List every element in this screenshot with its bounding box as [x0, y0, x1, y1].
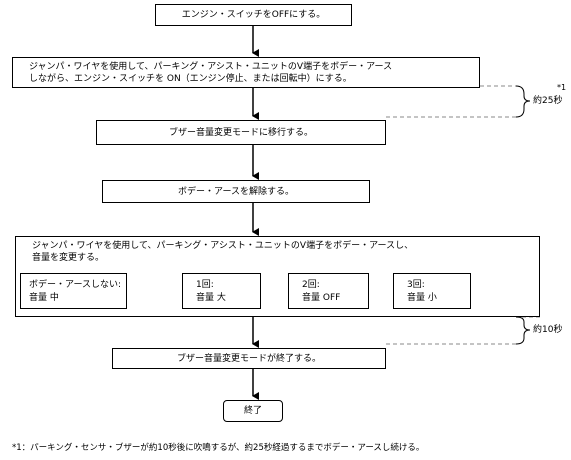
option-no-ground: ボデー・アースしない: 音量 中	[20, 273, 127, 309]
terminator-end-text: 終了	[243, 406, 262, 416]
step-release-ground-text: ボデー・アースを解除する。	[177, 186, 294, 197]
step-mode-ends-text: ブザー音量変更モードが終了する。	[176, 353, 321, 364]
step-engine-off-text: エンジン・スイッチをOFFにする。	[181, 10, 326, 20]
step-ground-and-on-line1: ジャンパ・ワイヤを使用して、パーキング・アシスト・ユニットのV端子をボデー・アー…	[29, 62, 393, 72]
option-twice-line2: 音量 OFF	[302, 293, 341, 303]
footnote: *1：パーキング・センサ・ブザーが約10秒後に吹鳴するが、約25秒経過するまでボ…	[12, 443, 425, 453]
step-change-volume: ジャンパ・ワイヤを使用して、パーキング・アシスト・ユニットのV端子をボデー・アー…	[15, 236, 540, 317]
option-three-times-line2: 音量 小	[407, 293, 437, 303]
brace-10	[515, 316, 531, 345]
step-engine-off: エンジン・スイッチをOFFにする。	[155, 4, 352, 26]
brace-25	[515, 85, 531, 118]
timing-25s-label: 約25秒	[533, 96, 563, 106]
step-enter-mode: ブザー音量変更モードに移行する。	[96, 120, 386, 145]
step-ground-and-on: ジャンパ・ワイヤを使用して、パーキング・アシスト・ユニットのV端子をボデー・アー…	[12, 57, 480, 88]
option-twice: 2回: 音量 OFF	[288, 273, 369, 309]
step-change-volume-line1: ジャンパ・ワイヤを使用して、パーキング・アシスト・ユニットのV端子をボデー・アー…	[32, 241, 414, 251]
option-twice-line1: 2回:	[302, 280, 320, 290]
option-once: 1回: 音量 大	[182, 273, 261, 309]
step-enter-mode-text: ブザー音量変更モードに移行する。	[168, 127, 313, 138]
timing-25s-footnote-ref: *1	[557, 83, 567, 92]
option-no-ground-line2: 音量 中	[29, 293, 59, 303]
option-three-times-line1: 3回:	[407, 280, 425, 290]
step-ground-and-on-line2: しながら、エンジン・スイッチを ON（エンジン停止、または回転中）にする。	[29, 74, 352, 84]
option-no-ground-line1: ボデー・アースしない:	[29, 280, 122, 290]
step-mode-ends: ブザー音量変更モードが終了する。	[112, 348, 386, 369]
timing-10s-label: 約10秒	[533, 325, 563, 335]
step-change-volume-line2: 音量を変更する。	[32, 253, 105, 263]
terminator-end: 終了	[223, 400, 283, 422]
option-once-line1: 1回:	[196, 280, 214, 290]
option-three-times: 3回: 音量 小	[393, 273, 471, 309]
step-release-ground: ボデー・アースを解除する。	[102, 180, 370, 203]
option-once-line2: 音量 大	[196, 293, 226, 303]
